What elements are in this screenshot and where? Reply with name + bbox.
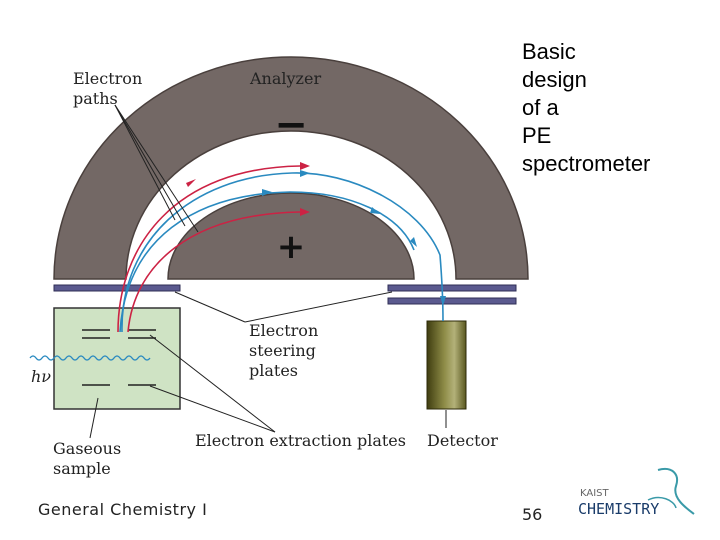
path-arrowhead [370, 207, 380, 214]
label-detector: Detector [427, 431, 498, 450]
detector [426, 320, 467, 410]
inner-analyzer-hemisphere [167, 192, 415, 280]
outer-analyzer-hemisphere [53, 56, 529, 280]
path-arrowhead [300, 170, 310, 177]
footer-course-name: General Chemistry I [38, 500, 208, 519]
title-line: design [522, 67, 587, 92]
label-steering-2: steering [249, 341, 316, 360]
steering-plate-right-top [387, 284, 517, 292]
steering-plate-right-bottom [387, 297, 517, 305]
label-steering-3: plates [249, 361, 298, 380]
electron-path-blue-main [121, 172, 444, 333]
pointer-line [114, 104, 186, 227]
label-gaseous-2: sample [53, 459, 111, 478]
label-gaseous-1: Gaseous [53, 439, 121, 458]
photon-wave [29, 355, 151, 361]
slide-title: Basic design of a PE spectrometer [522, 38, 712, 178]
minus-sign: − [274, 102, 308, 148]
logo-swirl [657, 468, 695, 515]
logo-kaist-text: KAIST [580, 488, 610, 499]
plus-sign: + [277, 227, 306, 267]
pointer-line [174, 291, 246, 323]
title-line: spectrometer [522, 151, 651, 176]
path-arrowhead [186, 179, 196, 187]
label-steering-1: Electron [249, 321, 318, 340]
pointer-line [244, 291, 393, 323]
path-arrowhead [440, 296, 446, 306]
electron-path-red-inner [127, 211, 301, 333]
electron-path-red-outer [117, 165, 301, 333]
pointer-line [149, 334, 276, 433]
label-extraction-plates: Electron extraction plates [195, 431, 406, 450]
logo-chemistry-text: CHEMISTRY [578, 500, 659, 518]
logo-swirl [647, 496, 677, 509]
pointer-line [89, 397, 99, 439]
page-number: 56 [522, 505, 543, 524]
path-arrowhead [300, 208, 310, 216]
title-line: of a [522, 95, 559, 120]
label-electron-paths-2: paths [73, 89, 118, 108]
label-hv: hν [31, 367, 51, 386]
kaist-chemistry-logo: KAIST CHEMISTRY [578, 468, 695, 518]
steering-plate-left [53, 284, 181, 292]
path-arrowhead [300, 162, 310, 170]
path-arrowhead [410, 237, 417, 247]
label-analyzer: Analyzer [249, 69, 321, 88]
path-arrowhead [262, 189, 272, 196]
pointer-line [149, 385, 276, 433]
title-line: PE [522, 123, 552, 148]
pointer-line [114, 104, 199, 233]
electron-path-blue-upper [119, 191, 415, 333]
label-electron-paths-1: Electron [73, 69, 142, 88]
pointer-line [114, 104, 176, 221]
title-line: Basic [522, 39, 576, 64]
